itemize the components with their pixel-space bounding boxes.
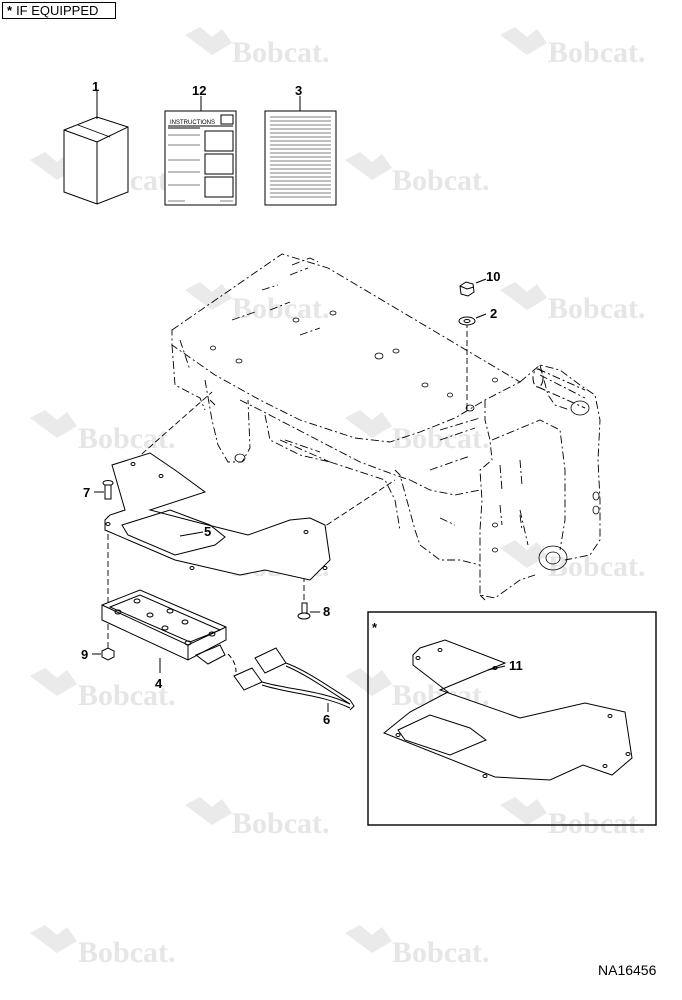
frame-holes [210, 310, 600, 571]
bobcat-logo-icon [500, 797, 547, 825]
watermark-text: Bobcat. [392, 164, 490, 197]
inset-box [367, 611, 657, 826]
leader-10 [475, 278, 487, 284]
callout-11: 11 [509, 658, 523, 673]
watermark-6: Bobcat. [500, 282, 646, 325]
instructions-label: INSTRUCTIONS [170, 120, 215, 126]
part-1-package [63, 91, 129, 205]
watermark-5: Bobcat. [185, 282, 330, 325]
callout-1: 1 [92, 79, 99, 94]
manual-text-lines [270, 116, 331, 198]
watermark-text: Bobcat. [232, 807, 330, 840]
figure-id: NA16456 [598, 962, 657, 978]
callout-5: 5 [204, 524, 211, 539]
inset-marker: * [372, 620, 378, 635]
callout-12: 12 [192, 83, 206, 98]
callout-3: 3 [295, 83, 302, 98]
part-5-bracket-plate [104, 452, 331, 581]
callout-4: 4 [155, 676, 163, 691]
bobcat-logo-icon [185, 797, 232, 825]
part-9-nut [92, 647, 115, 661]
watermark-14: Bobcat. [500, 797, 646, 840]
callout-10: 10 [486, 269, 500, 284]
bobcat-logo-icon [185, 282, 232, 310]
part-3-manual-sheet [264, 96, 337, 206]
watermark-text: Bobcat. [232, 292, 330, 325]
bobcat-logo-icon [30, 410, 77, 438]
watermark-10: Bobcat. [500, 540, 646, 583]
watermark-16: Bobcat. [345, 925, 490, 969]
callout-8: 8 [323, 604, 330, 619]
callout-9: 9 [81, 647, 88, 662]
callout-2: 2 [490, 306, 497, 321]
if-equipped-legend: *IF EQUIPPED [2, 2, 116, 19]
leader-11 [487, 665, 506, 671]
bobcat-logo-icon [500, 540, 547, 568]
bobcat-logo-icon [500, 282, 547, 310]
callout-labels: 1 12 3 10 2 7 5 8 9 4 6 11 * [81, 79, 523, 727]
bobcat-logo-icon [30, 925, 77, 953]
callout-6: 6 [323, 712, 330, 727]
watermark-text: Bobcat. [78, 936, 176, 969]
legend-star: * [7, 3, 13, 18]
leader-2 [475, 313, 487, 319]
part-12-instructions-sheet [164, 96, 237, 206]
watermark-15: Bobcat. [30, 925, 176, 969]
part-11-bracket-plate [383, 639, 633, 781]
part-7-bolt [94, 480, 114, 500]
watermark-1: Bobcat. [185, 27, 330, 69]
watermark-13: Bobcat. [185, 797, 330, 840]
watermark-text: Bobcat. [548, 292, 646, 325]
watermark-text: Bobcat. [392, 936, 490, 969]
watermark-text: Bobcat. [78, 679, 176, 712]
bobcat-logo-icon [500, 27, 547, 55]
part-8-screw [297, 602, 320, 620]
bobcat-logo-icon [345, 152, 392, 180]
frame-crossbar [532, 368, 586, 409]
watermark-text: Bobcat. [392, 422, 490, 455]
bobcat-logo-icon [345, 925, 392, 953]
watermark-4: Bobcat. [345, 152, 490, 197]
watermark-text: Bobcat. [232, 36, 330, 69]
watermark-layer: Bobcat. Bobcat. Bobcat. Bobcat. Bobcat. … [30, 27, 646, 969]
watermark-text: Bobcat. [78, 422, 176, 455]
watermark-11: Bobcat. [30, 668, 176, 712]
callout-7: 7 [83, 485, 90, 500]
part-6-wire-harness [227, 647, 355, 712]
machine-frame-phantom [171, 253, 601, 601]
watermark-text: Bobcat. [548, 807, 646, 840]
leader-5 [179, 531, 204, 537]
bobcat-logo-icon [345, 410, 392, 438]
watermark-7: Bobcat. [30, 410, 176, 455]
bobcat-logo-icon [30, 668, 77, 696]
bobcat-logo-icon [185, 27, 232, 55]
part-10-nut [459, 278, 487, 297]
legend-text: IF EQUIPPED [16, 3, 99, 18]
watermark-text: Bobcat. [548, 36, 646, 69]
watermark-2: Bobcat. [500, 27, 646, 69]
watermark-8: Bobcat. [345, 410, 490, 455]
watermark-text: Bobcat. [548, 550, 646, 583]
part-4-control-module [101, 589, 227, 673]
part-2-washer [458, 313, 487, 326]
